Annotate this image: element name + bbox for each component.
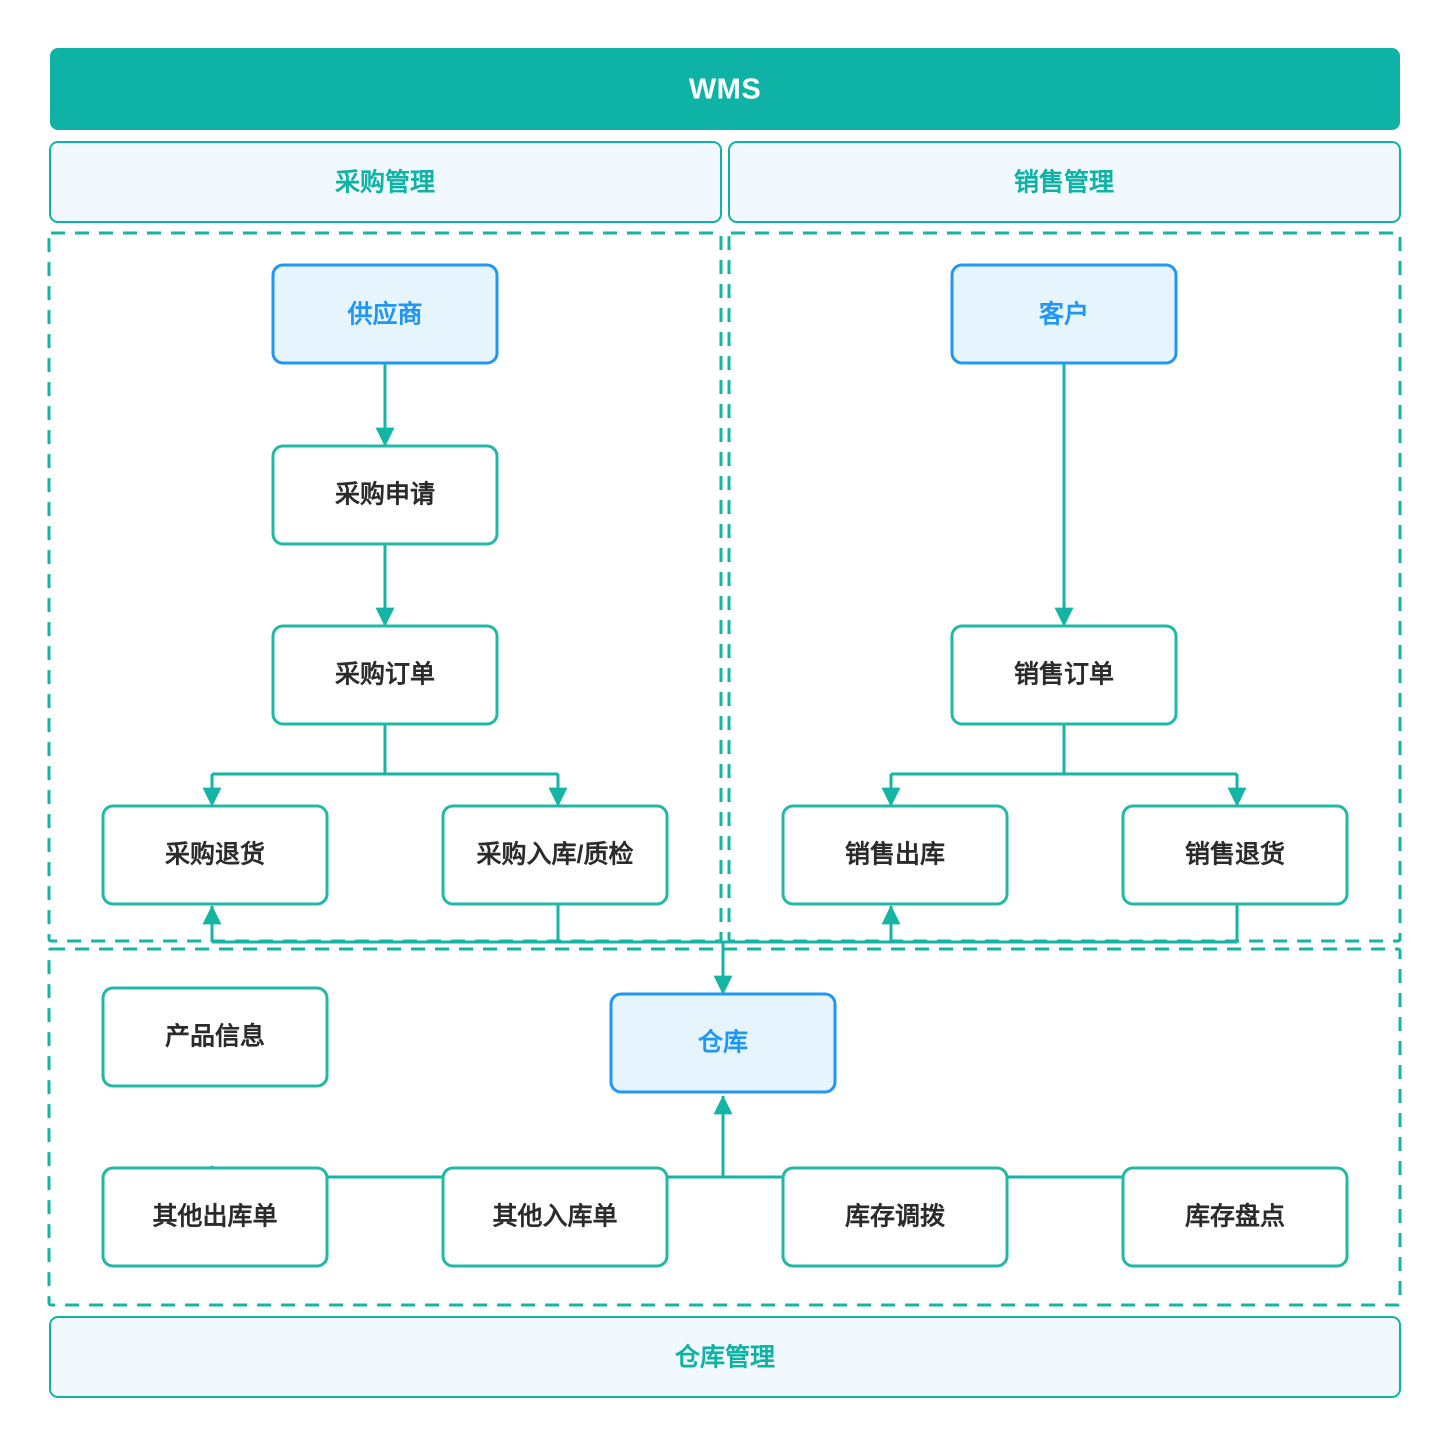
node-supplier[interactable]: 供应商 [271,263,499,365]
node-product-info[interactable]: 产品信息 [101,986,329,1088]
band-warehouse-label: 仓库管理 [674,1343,775,1372]
node-other-inbound[interactable]: 其他入库单 [441,1166,669,1268]
node-stock-count[interactable]: 库存盘点 [1121,1166,1349,1268]
band-sales-label: 销售管理 [1014,168,1114,197]
band-purchasing-label: 采购管理 [335,168,435,197]
node-stock-count-label: 库存盘点 [1185,1202,1285,1231]
node-warehouse[interactable]: 仓库 [609,992,837,1094]
node-purchase-order-label: 采购订单 [335,660,435,689]
band-purchasing[interactable]: 采购管理 [49,141,722,223]
node-purchase-return[interactable]: 采购退货 [101,804,329,906]
node-supplier-label: 供应商 [346,300,422,329]
node-purchase-order[interactable]: 采购订单 [271,624,499,726]
node-sales-order-label: 销售订单 [1014,660,1114,689]
node-sales-return[interactable]: 销售退货 [1121,804,1349,906]
header-title: WMS [689,74,761,106]
edge-purchase-order-bus [212,724,558,776]
node-sales-outbound[interactable]: 销售出库 [781,804,1009,906]
node-other-outbound-label: 其他出库单 [152,1202,277,1231]
node-other-inbound-label: 其他入库单 [492,1202,617,1231]
node-purchase-request-label: 采购申请 [335,480,435,509]
edge-sales-order-bus [891,724,1237,776]
node-sales-outbound-label: 销售出库 [845,840,945,869]
node-stock-transfer-label: 库存调拨 [845,1203,946,1231]
node-sales-order[interactable]: 销售订单 [950,624,1178,726]
node-sales-return-label: 销售退货 [1185,840,1285,869]
node-customer[interactable]: 客户 [950,263,1178,365]
band-warehouse[interactable]: 仓库管理 [49,1316,1401,1398]
node-warehouse-label: 仓库 [697,1028,748,1057]
node-purchase-inbound-label: 采购入库/质检 [477,840,634,869]
node-purchase-inbound[interactable]: 采购入库/质检 [441,804,669,906]
node-other-outbound[interactable]: 其他出库单 [101,1166,329,1268]
node-stock-transfer[interactable]: 库存调拨 [781,1166,1009,1268]
node-purchase-return-label: 采购退货 [165,840,265,869]
node-customer-label: 客户 [1039,300,1089,329]
header-bar: WMS [50,48,1400,130]
band-sales[interactable]: 销售管理 [728,141,1401,223]
node-product-info-label: 产品信息 [165,1022,265,1051]
node-purchase-request[interactable]: 采购申请 [271,444,499,546]
